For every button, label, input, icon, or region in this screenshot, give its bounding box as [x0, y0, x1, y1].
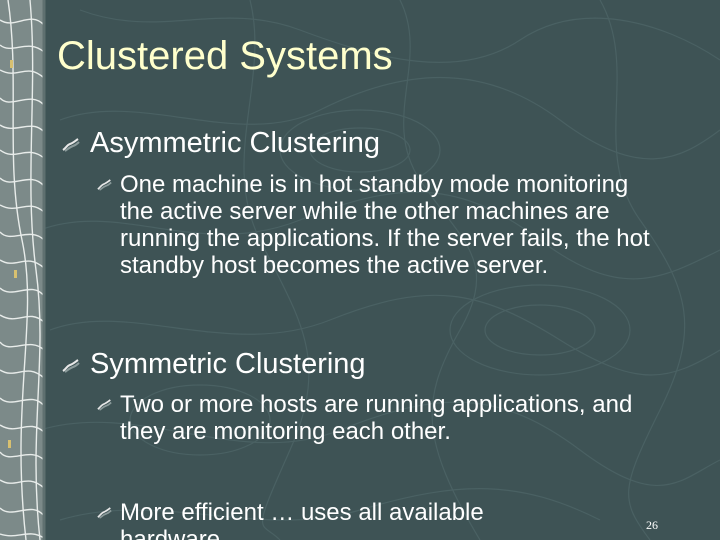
wavy-bullet-icon — [97, 399, 112, 411]
bullet-text: Symmetric Clustering — [90, 348, 366, 380]
wavy-bullet-icon — [97, 179, 112, 191]
bullet-asymmetric: Asymmetric Clustering — [62, 125, 682, 161]
bullet-text: One machine is in hot standby mode monit… — [120, 171, 650, 279]
page-number: 26 — [646, 518, 658, 532]
bullet-text: More efficient … uses all available hard… — [120, 499, 484, 540]
sub-bullet-asymmetric-description: One machine is in hot standby mode monit… — [97, 171, 677, 279]
bullet-text: Two or more hosts are running applicatio… — [120, 391, 633, 445]
bullet-text: Asymmetric Clustering — [90, 127, 381, 159]
bullet-symmetric: Symmetric Clustering — [62, 346, 682, 382]
sub-bullet-efficiency: More efficient … uses all available hard… — [97, 499, 677, 540]
sub-bullet-symmetric-description: Two or more hosts are running applicatio… — [97, 391, 677, 445]
wavy-bullet-icon — [62, 359, 80, 373]
wavy-bullet-icon — [62, 138, 80, 152]
slide-title: Clustered Systems — [57, 34, 393, 78]
wavy-bullet-icon — [97, 507, 112, 519]
